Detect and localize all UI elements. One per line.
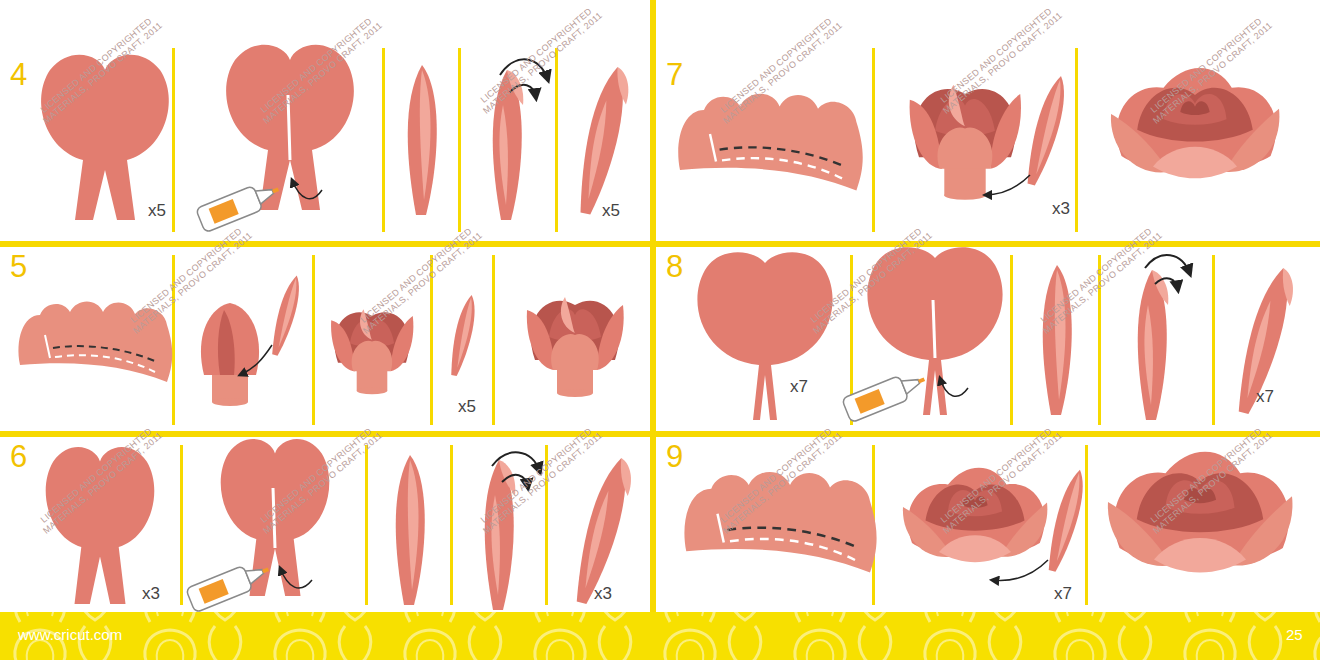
count-label: x5 (458, 398, 476, 417)
watermark: LICENSED AND COPYRIGHTED MATERIALS, PROV… (472, 421, 607, 539)
watermark: LICENSED AND COPYRIGHTED MATERIALS, PROV… (932, 421, 1067, 539)
panel-divider (458, 48, 461, 232)
watermark: LICENSED AND COPYRIGHTED MATERIALS, PROV… (32, 11, 167, 129)
count-label: x5 (148, 202, 166, 221)
count-label: x5 (602, 202, 620, 221)
watermark: LICENSED AND COPYRIGHTED MATERIALS, PROV… (252, 11, 387, 129)
watermark: LICENSED AND COPYRIGHTED MATERIALS, PROV… (712, 421, 847, 539)
watermark: LICENSED AND COPYRIGHTED MATERIALS, PROV… (712, 11, 847, 129)
count-label: x7 (790, 378, 808, 397)
step-number: 9 (666, 440, 683, 474)
watermark: LICENSED AND COPYRIGHTED MATERIALS, PROV… (932, 1, 1067, 119)
page-number: 25 (1286, 627, 1303, 644)
watermark: LICENSED AND COPYRIGHTED MATERIALS, PROV… (352, 221, 487, 339)
watermark: LICENSED AND COPYRIGHTED MATERIALS, PROV… (1142, 421, 1277, 539)
count-label: x3 (594, 585, 612, 604)
watermark: LICENSED AND COPYRIGHTED MATERIALS, PROV… (802, 221, 937, 339)
step-number: 7 (666, 58, 683, 92)
panel-divider (172, 48, 175, 232)
watermark: LICENSED AND COPYRIGHTED MATERIALS, PROV… (252, 421, 387, 539)
panel-divider (365, 445, 368, 605)
watermark: LICENSED AND COPYRIGHTED MATERIALS, PROV… (32, 421, 167, 539)
count-label: x7 (1256, 388, 1274, 407)
panel-divider (180, 445, 183, 605)
watermark: LICENSED AND COPYRIGHTED MATERIALS, PROV… (1142, 11, 1277, 129)
watermark: LICENSED AND COPYRIGHTED MATERIALS, PROV… (122, 221, 257, 339)
panel-divider (1010, 255, 1013, 425)
watermark: LICENSED AND COPYRIGHTED MATERIALS, PROV… (1032, 221, 1167, 339)
panel-divider (1085, 445, 1088, 605)
count-label: x7 (1054, 585, 1072, 604)
panel-divider (450, 445, 453, 605)
footer-bar (0, 612, 1320, 660)
panel-divider (555, 48, 558, 232)
panel-divider (1075, 48, 1078, 232)
website-url: www.cricut.com (18, 627, 122, 644)
panel-divider (382, 48, 385, 232)
watermark: LICENSED AND COPYRIGHTED MATERIALS, PROV… (472, 1, 607, 119)
panel-divider (872, 48, 875, 232)
count-label: x3 (142, 585, 160, 604)
panel-divider (1212, 255, 1215, 425)
step-number: 8 (666, 250, 683, 284)
count-label: x3 (1052, 200, 1070, 219)
panel-divider (492, 255, 495, 425)
step-number: 5 (10, 250, 27, 284)
panel-divider (312, 255, 315, 425)
step-number: 6 (10, 440, 27, 474)
step-number: 4 (10, 58, 27, 92)
